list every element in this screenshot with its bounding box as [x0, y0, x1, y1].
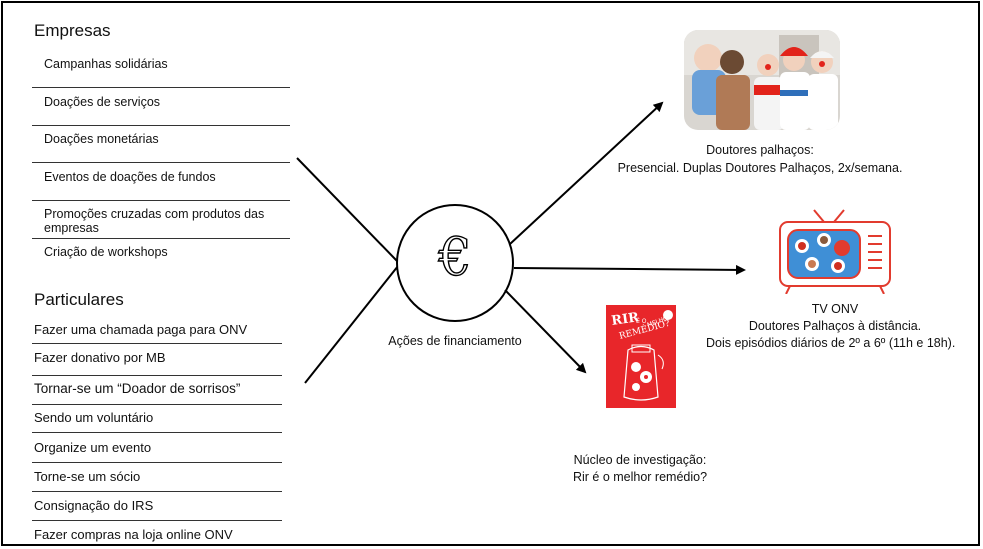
tv-caption-subtitle: Doutores Palhaços à distância. — [748, 319, 922, 333]
doutores-caption-title: Doutores palhaços: — [706, 143, 814, 157]
empresas-item-campanhas: Campanhas solidárias — [44, 57, 168, 71]
arrow-to-tv — [513, 264, 746, 275]
particulares-item-mb: Fazer donativo por MB — [34, 350, 166, 365]
funding-label: Ações de financiamento — [388, 334, 522, 348]
particulares-divider — [32, 520, 282, 521]
particulares-divider — [32, 462, 282, 463]
tv-caption-schedule: Dois episódios diários de 2º a 6º (11h e… — [706, 336, 956, 350]
particulares-item-irs: Consignação do IRS — [34, 498, 154, 513]
empresas-item-monetarias: Doações monetárias — [44, 132, 159, 146]
particulares-divider — [32, 343, 282, 344]
empresas-divider — [32, 238, 290, 239]
empresas-item-eventos: Eventos de doações de fundos — [44, 170, 216, 184]
particulares-item-voluntario: Sendo um voluntário — [34, 410, 154, 425]
particulares-divider — [32, 432, 282, 433]
tv-onv-icon — [776, 208, 894, 295]
connector-particulares-line — [304, 265, 399, 384]
empresas-divider — [32, 87, 290, 88]
nucleo-caption-title: Núcleo de investigação: — [573, 453, 707, 467]
empresas-item-servicos: Doações de serviços — [44, 95, 161, 109]
arrow-to-doutores — [509, 101, 664, 245]
book-title-rir: RIR — [610, 310, 640, 329]
arrow-to-nucleo — [504, 289, 587, 374]
particulares-item-loja: Fazer compras na loja online ONV — [34, 527, 233, 542]
empresas-divider — [32, 200, 290, 201]
particulares-item-doador: Tornar-se um “Doador de sorrisos” — [34, 381, 241, 396]
empresas-divider — [32, 125, 290, 126]
particulares-divider — [32, 491, 282, 492]
particulares-item-socio: Torne-se um sócio — [34, 469, 141, 484]
empresas-divider — [32, 162, 290, 163]
empresas-title: Empresas — [34, 21, 111, 40]
nucleo-caption-desc: Rir é o melhor remédio? — [572, 470, 708, 484]
book-title-e-o: É O — [636, 317, 647, 325]
doutores-caption-desc: Presencial. Duplas Doutores Palhaços, 2x… — [617, 161, 903, 175]
empresas-item-promocoes: Promoções cruzadas com produtos das empr… — [44, 207, 265, 235]
clown-doctors-photo — [684, 30, 840, 130]
tv-caption-title: TV ONV — [811, 302, 859, 316]
connector-empresas-line — [296, 157, 399, 263]
particulares-divider — [32, 404, 282, 405]
funding-circle — [396, 204, 514, 322]
book-cover-image: RIR É O MELHOR REMÉDIO? — [606, 305, 676, 408]
euro-icon: € — [438, 227, 472, 288]
particulares-title: Particulares — [34, 290, 124, 309]
particulares-item-chamada: Fazer uma chamada paga para ONV — [34, 322, 248, 337]
particulares-item-evento: Organize um evento — [34, 440, 152, 455]
empresas-item-workshops: Criação de workshops — [44, 245, 168, 259]
particulares-divider — [32, 375, 282, 376]
